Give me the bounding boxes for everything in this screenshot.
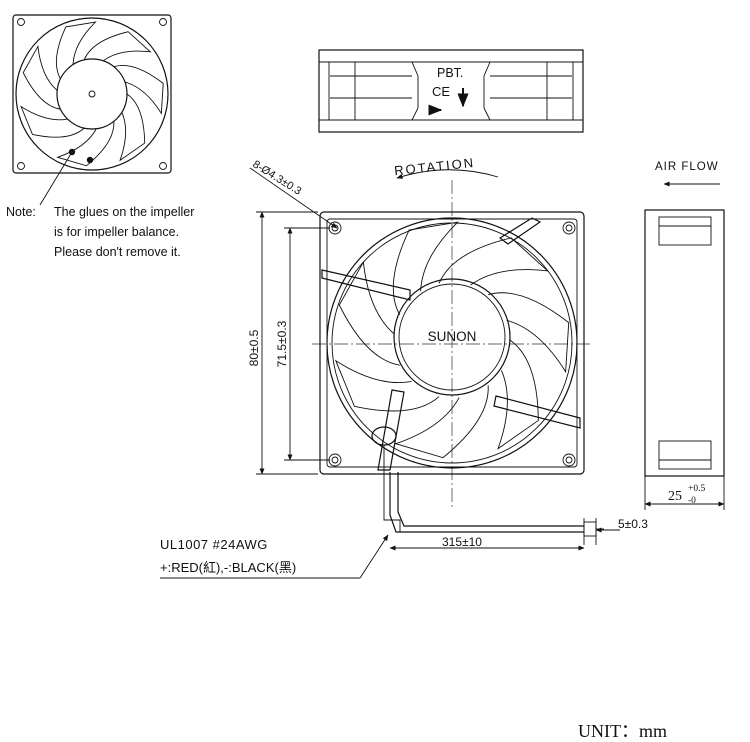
dimension-overall: 80±0.5	[247, 211, 318, 475]
airflow-view: AIR FLOW 25 +0.5 -0	[644, 161, 725, 510]
mounting-hole-icon	[328, 221, 342, 235]
rotation-label: ROTATION	[393, 155, 475, 178]
note-line: is for impeller balance.	[54, 225, 179, 239]
impeller-thumbnail	[12, 14, 172, 206]
dimension-hole-pitch: 71.5±0.3	[275, 227, 330, 461]
mounting-hole-icon	[328, 453, 342, 467]
wire-spec: UL1007 #24AWG	[160, 537, 268, 552]
note-label: Note:	[6, 205, 36, 219]
unit-label: UNIT：mm	[578, 721, 667, 741]
fan-blade	[488, 292, 570, 374]
fan-blade	[20, 105, 85, 138]
fan-blade	[392, 221, 459, 316]
dim-depth-minus: -0	[688, 496, 696, 506]
ce-mark: CE	[432, 84, 450, 99]
material-marking: PBT.	[437, 66, 463, 80]
wire-colors: +:RED(紅),-:BLACK(黑)	[160, 560, 296, 575]
dim-depth-base: 25	[668, 489, 682, 504]
fan-blade	[56, 121, 115, 167]
hole-callout: 8-Ø4.3±0.3	[250, 158, 303, 197]
fan-blade	[438, 237, 550, 286]
dim-depth-plus: +0.5	[688, 484, 705, 494]
fan-blade	[55, 21, 97, 80]
wire-length-label: 315±10	[442, 535, 482, 549]
strip-length-label: 5±0.3	[618, 517, 648, 531]
fan-blade	[22, 45, 61, 110]
fan-blade	[113, 64, 164, 115]
fan-blade	[338, 260, 400, 366]
fan-blade	[394, 385, 489, 459]
brand-label: SUNON	[428, 329, 477, 344]
note-line: Please don't remove it.	[54, 245, 181, 259]
fan-blade	[497, 339, 539, 450]
lead-wire: 5±0.3 315±10	[160, 472, 648, 579]
fan-blade	[334, 359, 440, 412]
mounting-hole-icon	[562, 453, 576, 467]
dim-overall-label: 80±0.5	[247, 329, 261, 366]
fan-blade	[83, 31, 152, 62]
fan-blade	[119, 93, 146, 162]
dim-hole-pitch-label: 71.5±0.3	[275, 320, 289, 367]
glue-dot	[86, 156, 94, 164]
impeller-note: Note: The glues on the impeller is for i…	[6, 205, 194, 259]
side-view: PBT. CE	[318, 49, 584, 133]
front-view: SUNON	[312, 180, 592, 532]
mounting-hole-icon	[562, 221, 576, 235]
note-line: The glues on the impeller	[54, 205, 194, 219]
airflow-label: AIR FLOW	[655, 161, 719, 173]
rotation-arrow-icon	[396, 169, 499, 179]
